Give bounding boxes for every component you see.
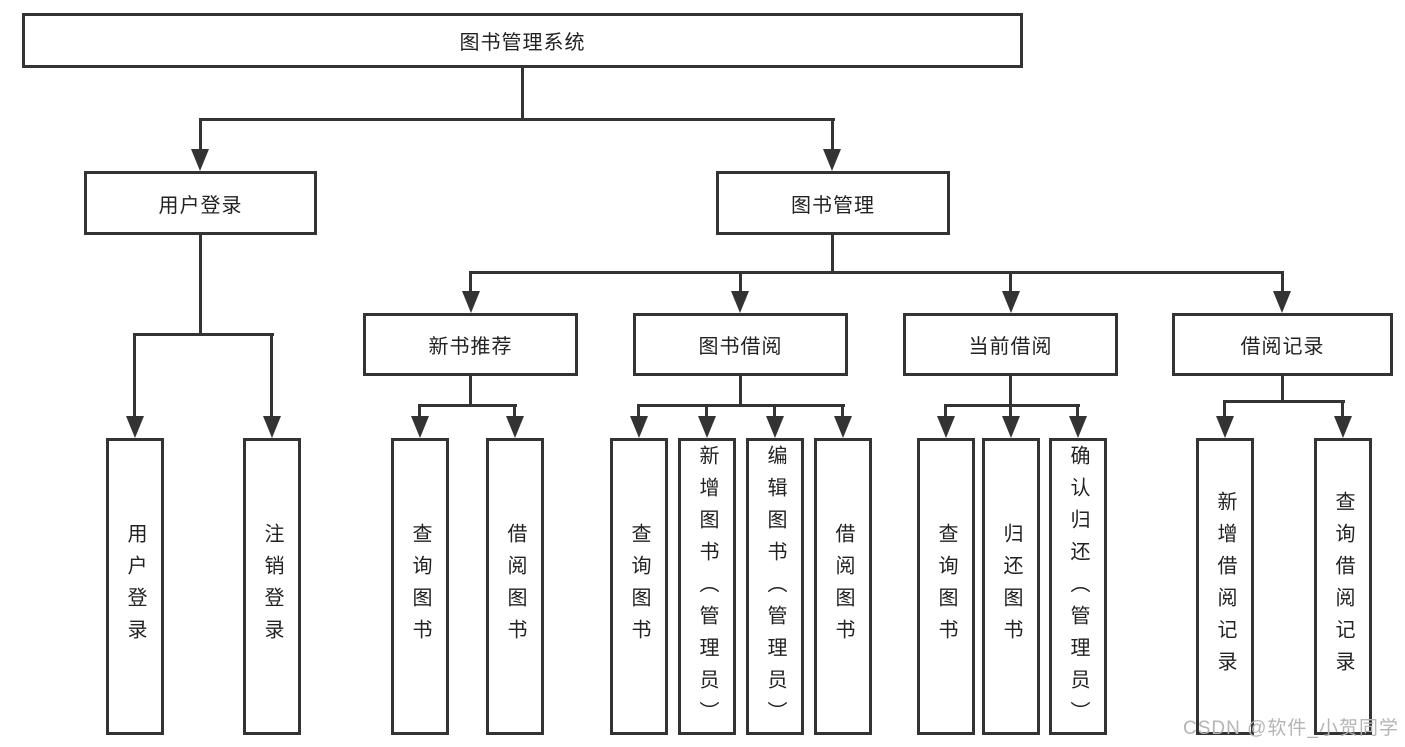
connector-line	[1223, 400, 1345, 403]
node-borrow-books-borrowing-label: 借阅图书	[832, 522, 854, 651]
connector-line	[513, 404, 516, 418]
connector-line	[1281, 271, 1284, 293]
arrowhead-down-icon	[263, 416, 281, 438]
watermark: CSDN @软件_小贺同学	[1183, 718, 1399, 739]
connector-line	[944, 404, 1080, 407]
node-edit-books-admin: 编辑图书（管理员）	[746, 438, 804, 735]
connector-line	[270, 333, 273, 418]
connector-line	[1281, 376, 1284, 402]
connector-line	[418, 404, 517, 407]
connector-line	[1076, 404, 1079, 418]
arrowhead-down-icon	[630, 416, 648, 438]
arrowhead-down-icon	[766, 416, 784, 438]
node-query-borrow-record: 查询借阅记录	[1314, 438, 1372, 735]
node-book-borrowing-label: 图书借阅	[698, 336, 783, 358]
node-add-books-admin: 新增图书（管理员）	[678, 438, 736, 735]
node-new-book-recommend-label: 新书推荐	[428, 336, 513, 358]
node-query-books-borrowing: 查询图书	[610, 438, 668, 735]
node-borrow-books-borrowing: 借阅图书	[814, 438, 872, 735]
node-current-borrowing-label: 当前借阅	[968, 336, 1053, 358]
node-borrow-books-recommend: 借阅图书	[486, 438, 544, 735]
arrowhead-down-icon	[1069, 416, 1087, 438]
node-query-borrow-record-label: 查询借阅记录	[1332, 490, 1354, 683]
node-add-borrow-record: 新增借阅记录	[1196, 438, 1254, 735]
node-query-books-borrowing-label: 查询图书	[628, 522, 650, 651]
arrowhead-down-icon	[191, 149, 209, 171]
connector-line	[637, 404, 640, 418]
node-book-borrowing: 图书借阅	[633, 313, 848, 376]
connector-line	[521, 68, 524, 120]
node-user-login-leaf-label: 用户登录	[124, 522, 146, 651]
node-query-books-current-label: 查询图书	[935, 522, 957, 651]
arrowhead-down-icon	[1002, 291, 1020, 313]
connector-line	[1223, 400, 1226, 418]
node-edit-books-admin-label: 编辑图书（管理员）	[764, 445, 786, 733]
node-query-books-recommend-label: 查询图书	[409, 522, 431, 651]
arrowhead-down-icon	[1216, 416, 1234, 438]
connector-line	[469, 376, 472, 406]
node-return-books-label: 归还图书	[1000, 522, 1022, 651]
connector-line	[944, 404, 947, 418]
node-root-label: 图书管理系统	[459, 32, 586, 54]
node-logout: 注销登录	[243, 438, 301, 735]
node-borrowing-records: 借阅记录	[1172, 313, 1393, 376]
connector-line	[199, 118, 202, 151]
connector-line	[1009, 271, 1012, 293]
connector-line	[773, 404, 776, 418]
arrowhead-down-icon	[462, 291, 480, 313]
node-book-management-label: 图书管理	[791, 194, 875, 217]
arrowhead-down-icon	[1273, 291, 1291, 313]
node-add-books-admin-label: 新增图书（管理员）	[696, 445, 718, 733]
connector-line	[133, 333, 136, 418]
arrowhead-down-icon	[823, 149, 841, 171]
arrowhead-down-icon	[126, 416, 144, 438]
connector-line	[831, 235, 834, 274]
connector-line	[1341, 400, 1344, 418]
node-return-books: 归还图书	[982, 438, 1040, 735]
connector-line	[469, 271, 1284, 274]
connector-line	[469, 271, 472, 293]
node-book-management: 图书管理	[716, 171, 950, 235]
node-borrowing-records-label: 借阅记录	[1240, 336, 1325, 358]
connector-line	[705, 404, 708, 418]
connector-line	[739, 376, 742, 406]
node-user-login: 用户登录	[84, 171, 317, 235]
arrowhead-down-icon	[834, 416, 852, 438]
node-confirm-return-admin-label: 确认归还（管理员）	[1067, 445, 1089, 733]
node-query-books-current: 查询图书	[917, 438, 975, 735]
node-new-book-recommend: 新书推荐	[363, 313, 578, 376]
arrowhead-down-icon	[731, 291, 749, 313]
connector-line	[637, 404, 845, 407]
connector-line	[199, 235, 202, 335]
node-user-login-label: 用户登录	[158, 194, 243, 217]
node-query-books-recommend: 查询图书	[391, 438, 449, 735]
connector-line	[199, 118, 835, 121]
connector-line	[1009, 404, 1012, 418]
arrowhead-down-icon	[506, 416, 524, 438]
connector-line	[1009, 376, 1012, 406]
node-confirm-return-admin: 确认归还（管理员）	[1049, 438, 1107, 735]
connector-line	[739, 271, 742, 293]
connector-line	[831, 118, 834, 151]
node-add-borrow-record-label: 新增借阅记录	[1214, 490, 1236, 683]
connector-line	[841, 404, 844, 418]
connector-line	[418, 404, 421, 418]
node-user-login-leaf: 用户登录	[106, 438, 164, 735]
node-current-borrowing: 当前借阅	[903, 313, 1118, 376]
arrowhead-down-icon	[1002, 416, 1020, 438]
node-logout-label: 注销登录	[261, 522, 283, 651]
arrowhead-down-icon	[1334, 416, 1352, 438]
connector-line	[133, 333, 274, 336]
node-root: 图书管理系统	[22, 13, 1023, 68]
node-borrow-books-recommend-label: 借阅图书	[504, 522, 526, 651]
arrowhead-down-icon	[698, 416, 716, 438]
arrowhead-down-icon	[937, 416, 955, 438]
arrowhead-down-icon	[411, 416, 429, 438]
